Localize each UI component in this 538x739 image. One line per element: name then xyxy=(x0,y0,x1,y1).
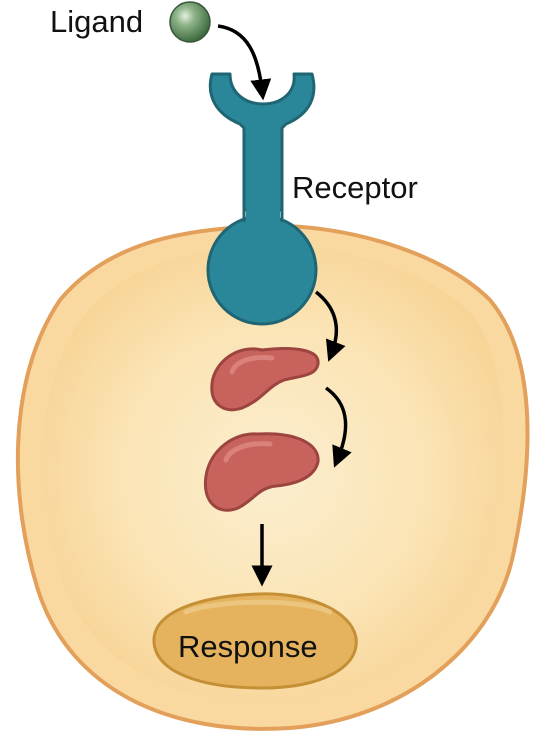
sphere-icon xyxy=(169,1,211,43)
response-label: Response xyxy=(178,629,318,664)
receptor-intracellular-domain xyxy=(206,214,318,326)
receptor-label: Receptor xyxy=(292,170,418,205)
ligand-label: Ligand xyxy=(50,4,143,39)
ligand xyxy=(169,1,211,43)
response xyxy=(152,592,358,690)
signaling-protein-2 xyxy=(203,432,320,512)
curved-arrow-icon xyxy=(314,290,346,362)
signaling-protein-1 xyxy=(210,347,320,412)
curved-arrow-icon xyxy=(324,386,352,468)
curved-arrow-icon xyxy=(217,24,272,101)
receptor xyxy=(206,72,318,326)
receptor-binding-site xyxy=(208,72,316,212)
